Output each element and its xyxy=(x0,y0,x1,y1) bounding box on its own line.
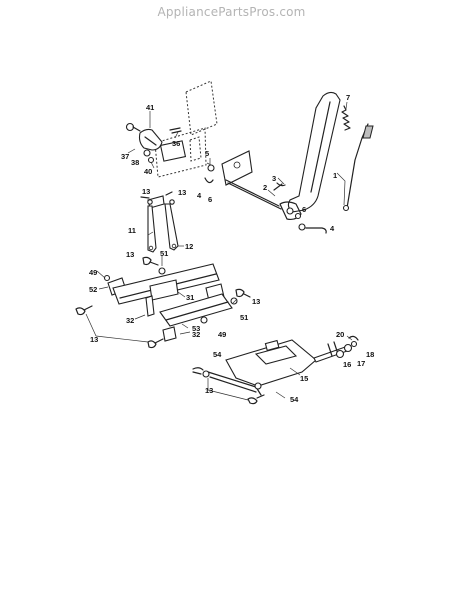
callout-49-lower: 49 xyxy=(218,330,226,339)
callout-32-right: 32 xyxy=(192,330,200,339)
seat-lever-assembly xyxy=(125,122,187,164)
callout-2: 2 xyxy=(263,183,267,192)
lift-shaft-assembly xyxy=(103,263,233,342)
callout-6-lower: 6 xyxy=(302,205,306,214)
callout-41: 41 xyxy=(146,103,154,112)
callout-1: 1 xyxy=(333,171,337,180)
callout-32-left: 32 xyxy=(126,316,134,325)
callout-12: 12 xyxy=(185,242,193,251)
callout-51-upper: 51 xyxy=(160,249,168,258)
callout-31: 31 xyxy=(186,293,194,302)
shift-bracket xyxy=(204,150,282,210)
callout-13-d: 13 xyxy=(252,297,260,306)
lift-plate-assembly xyxy=(192,335,359,405)
clip-pins-lower xyxy=(75,305,164,349)
site-watermark: AppliancePartsPros.com xyxy=(157,5,306,19)
lift-lever-arm xyxy=(273,91,341,234)
callout-3: 3 xyxy=(272,174,276,183)
callout-13-e: 13 xyxy=(90,335,98,344)
callout-38: 38 xyxy=(131,158,139,167)
callout-54-lower: 54 xyxy=(290,395,299,404)
callout-15: 15 xyxy=(300,374,308,383)
spring-rod xyxy=(341,105,374,212)
callout-40: 40 xyxy=(144,167,152,176)
leader-lines xyxy=(85,101,353,401)
callout-11: 11 xyxy=(128,226,136,235)
callout-52: 52 xyxy=(89,285,97,294)
callout-37: 37 xyxy=(121,152,129,161)
lift-links xyxy=(140,191,179,253)
callout-49-upper: 49 xyxy=(89,268,97,277)
clip-pins-mid xyxy=(142,256,251,305)
callout-4-lower: 4 xyxy=(330,224,335,233)
callout-54-upper: 54 xyxy=(213,350,222,359)
callout-53: 53 xyxy=(192,324,200,333)
callout-7: 7 xyxy=(346,93,350,102)
dashed-panel xyxy=(154,80,218,178)
callout-36: 36 xyxy=(172,139,180,148)
callout-labels: 41 36 37 38 40 5 4 6 13 13 3 2 1 7 6 4 1… xyxy=(89,93,374,404)
callout-20: 20 xyxy=(336,330,344,339)
callout-17: 17 xyxy=(357,359,365,368)
callout-16: 16 xyxy=(343,360,351,369)
callout-13-a: 13 xyxy=(142,187,150,196)
callout-6-upper: 6 xyxy=(208,195,212,204)
callout-5: 5 xyxy=(205,149,209,158)
callout-13-f: 13 xyxy=(205,386,213,395)
callout-18: 18 xyxy=(366,350,374,359)
callout-4-upper: 4 xyxy=(197,191,202,200)
callout-13-b: 13 xyxy=(178,188,186,197)
callout-51-lower: 51 xyxy=(240,313,248,322)
callout-13-c: 13 xyxy=(126,250,134,259)
